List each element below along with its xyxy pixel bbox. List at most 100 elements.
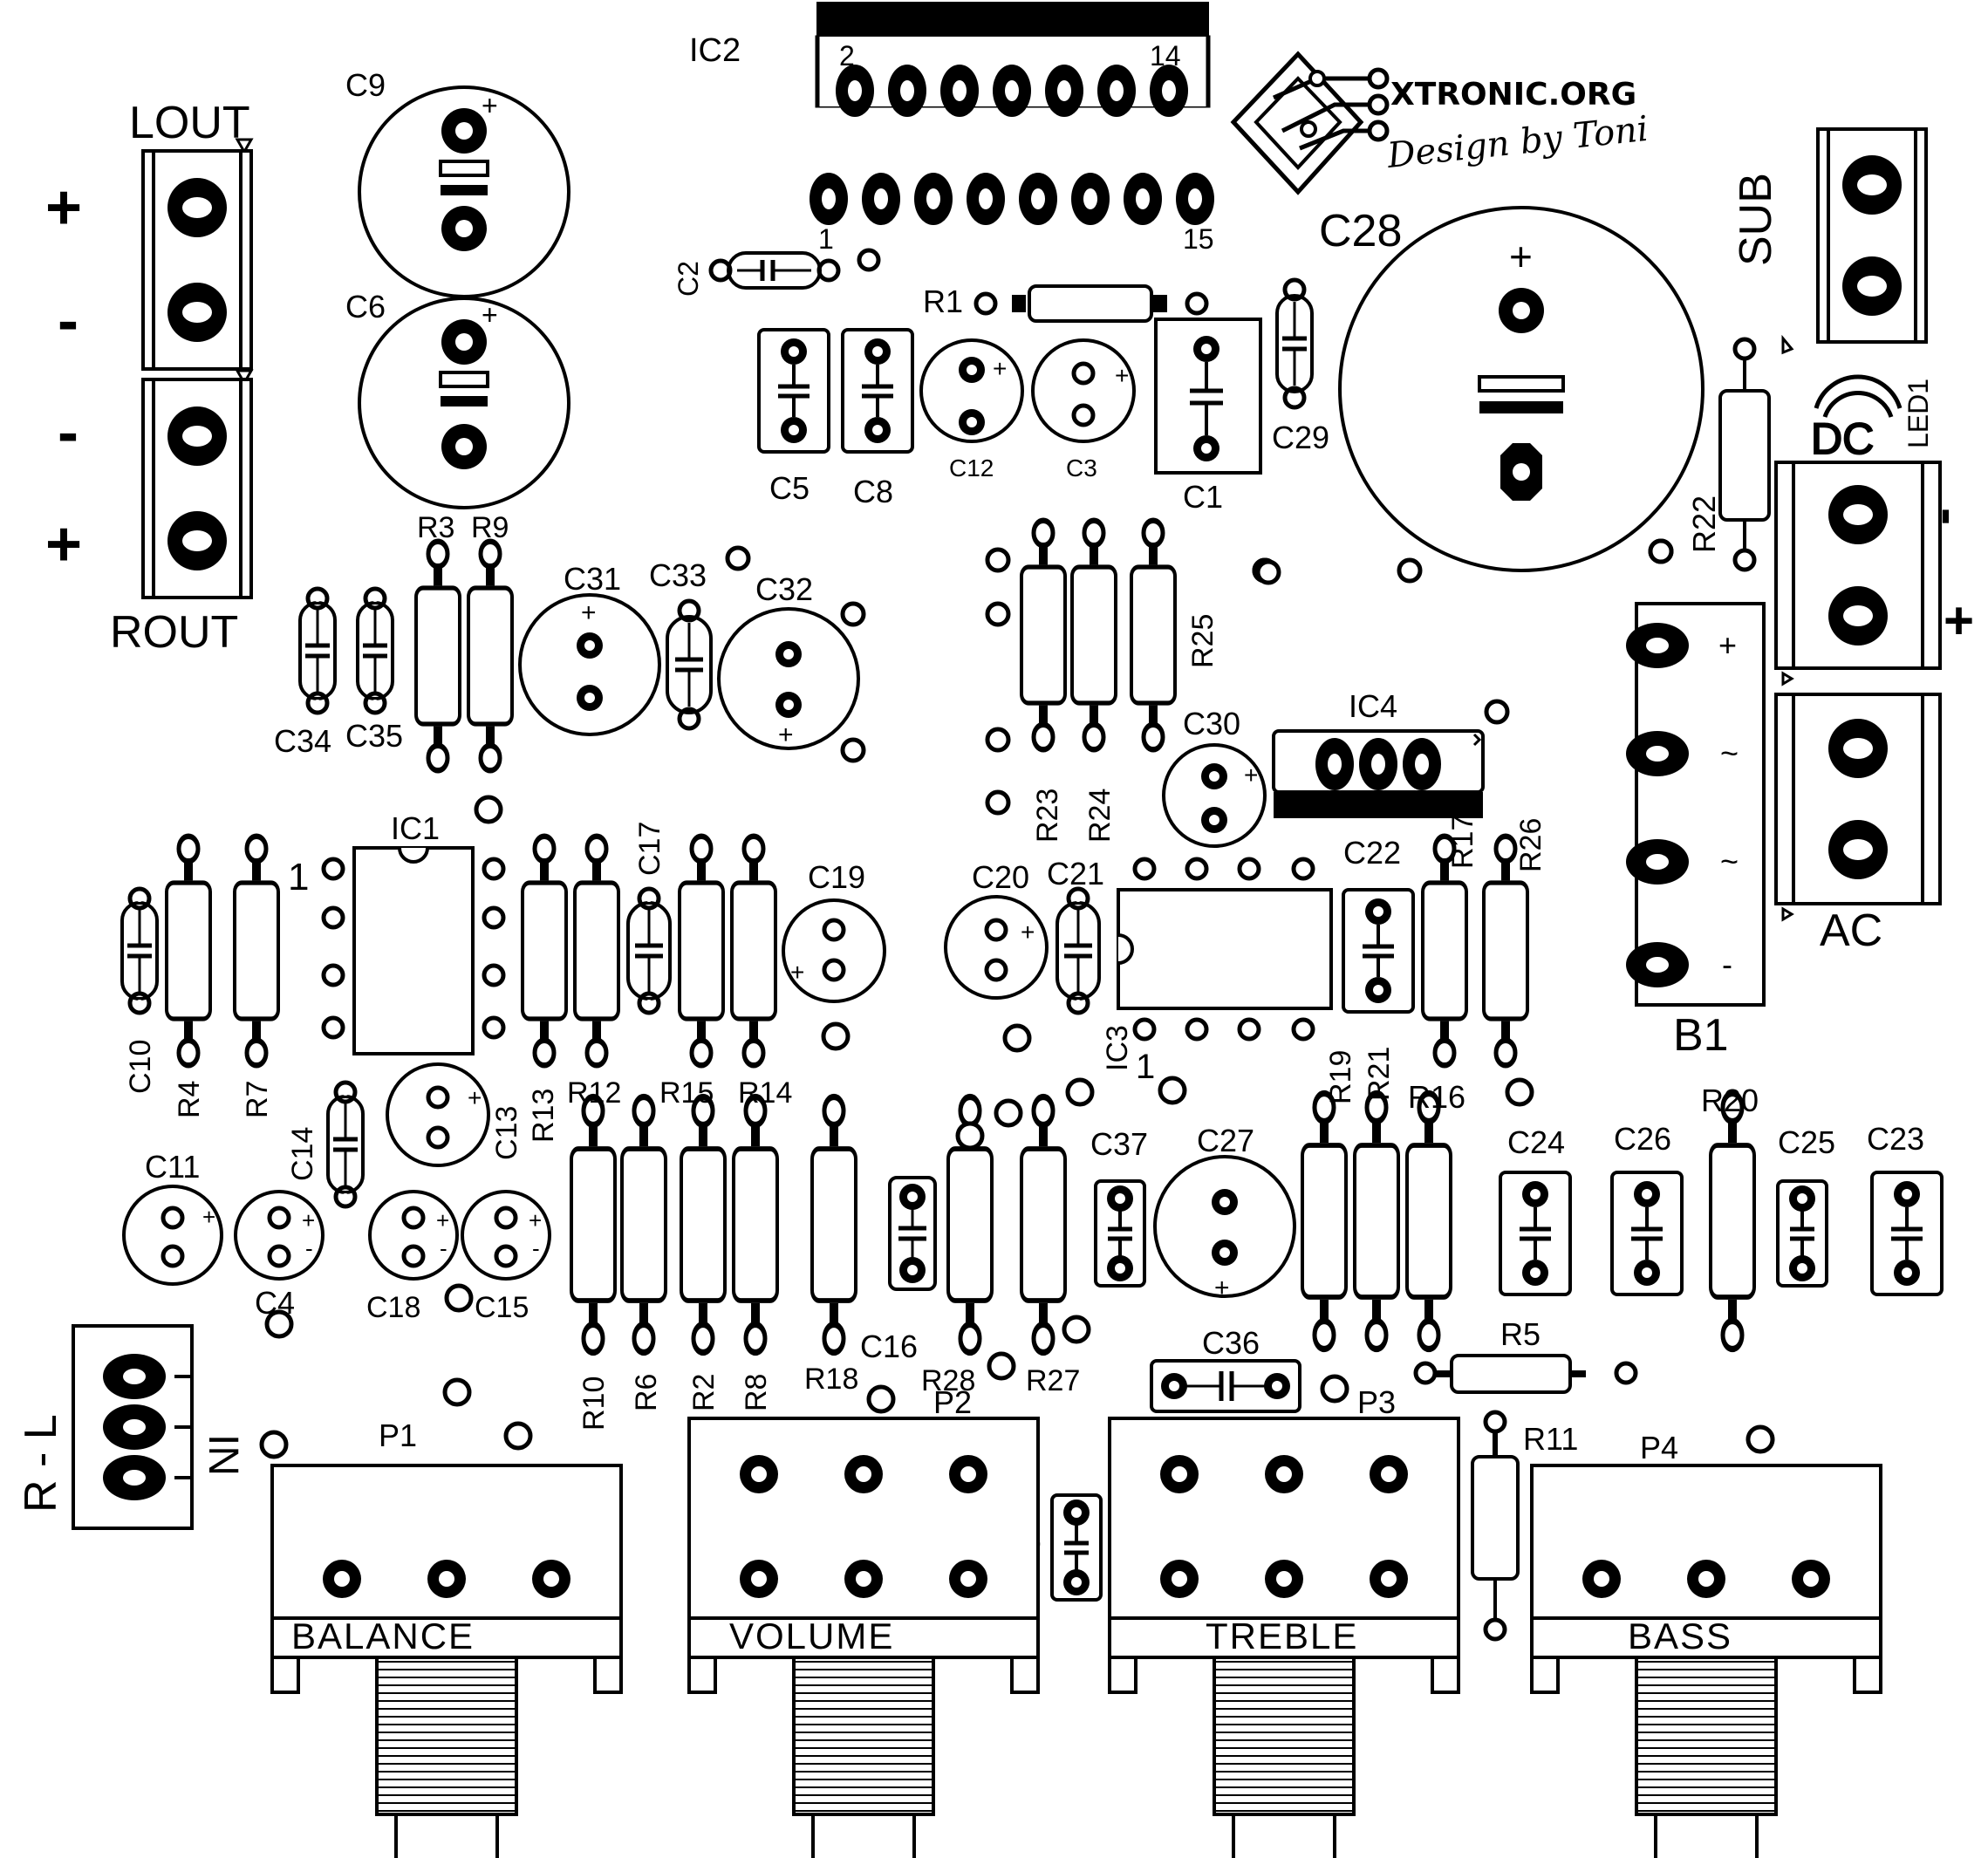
r5-label: R5	[1500, 1316, 1541, 1352]
c16-label: C16	[860, 1329, 918, 1364]
r20-label: R20	[1701, 1083, 1759, 1118]
c9-label: C9	[345, 67, 386, 103]
c28-label: C28	[1319, 206, 1402, 256]
c17-label: C17	[633, 822, 666, 876]
r4-label: R4	[173, 1081, 206, 1118]
c30-label: C30	[1183, 706, 1240, 741]
r17-label: R17	[1446, 815, 1479, 869]
c12-plus: +	[993, 355, 1007, 382]
c21-label: C21	[1047, 856, 1104, 891]
ic2-pin-15: 15	[1183, 223, 1214, 255]
r24-label: R24	[1083, 789, 1117, 843]
c34-label: C34	[274, 723, 331, 759]
b1-ac1: ~	[1720, 735, 1739, 771]
r28-label: R28	[921, 1364, 975, 1397]
ac-label: AC	[1820, 905, 1882, 956]
c3-label: C3	[1066, 454, 1097, 482]
c11-label: C11	[145, 1149, 200, 1185]
led1-label: LED1	[1903, 379, 1934, 448]
ic3-pin1: 1	[1136, 1048, 1155, 1086]
p2-label: P2	[933, 1384, 972, 1420]
p2-function-label: VOLUME	[729, 1616, 894, 1656]
designer-signature: Design by Toni	[1384, 109, 1650, 176]
c18-minus: -	[440, 1235, 447, 1261]
c9-plus: +	[482, 90, 498, 121]
c25-label: C25	[1778, 1124, 1835, 1160]
c33-label: C33	[649, 557, 707, 593]
b1-label: B1	[1673, 1010, 1729, 1061]
c31-label: C31	[564, 561, 621, 597]
lout-minus: -	[58, 286, 79, 356]
c20-plus: +	[1021, 919, 1035, 946]
c15-label: C15	[475, 1291, 529, 1324]
r6-label: R6	[630, 1374, 663, 1411]
r2-label: R2	[687, 1374, 721, 1411]
c35-label: C35	[345, 718, 403, 754]
c27-plus: +	[1214, 1274, 1230, 1302]
r11-label: R11	[1523, 1421, 1578, 1457]
r13-label: R13	[527, 1089, 560, 1143]
c36-label: C36	[1202, 1325, 1260, 1361]
r18-label: R18	[804, 1363, 858, 1396]
r26-label: R26	[1514, 818, 1547, 872]
lout-plus: +	[45, 173, 82, 242]
p4-function-label: BASS	[1628, 1616, 1732, 1656]
c19-label: C19	[808, 859, 865, 895]
rout-plus: +	[45, 509, 82, 579]
r1-label: R1	[923, 283, 963, 319]
p3-function-label: TREBLE	[1206, 1616, 1358, 1656]
c30-plus: +	[1244, 762, 1258, 789]
b1-minus: -	[1722, 946, 1732, 982]
c32-label: C32	[755, 571, 813, 607]
c4-plus: +	[302, 1207, 315, 1233]
c15-plus: +	[529, 1207, 542, 1233]
c10-label: C10	[124, 1040, 157, 1094]
dc-label: DC	[1811, 414, 1874, 463]
r25-label: R25	[1186, 614, 1219, 668]
xtronic-logo	[1230, 51, 1390, 195]
r16-label: R16	[1408, 1079, 1465, 1115]
c37-label: C37	[1090, 1126, 1148, 1162]
r22-label: R22	[1686, 495, 1722, 553]
sub-label: SUB	[1731, 173, 1781, 266]
c18-plus: +	[436, 1207, 449, 1233]
p1-label: P1	[379, 1417, 417, 1453]
c26-label: C26	[1614, 1121, 1671, 1157]
ic2-pin-1: 1	[818, 223, 834, 255]
c18-label: C18	[366, 1291, 420, 1324]
r10-label: R10	[577, 1376, 611, 1431]
c8-label: C8	[853, 474, 893, 509]
c28-plus: +	[1509, 234, 1533, 279]
r27-label: R27	[1026, 1364, 1080, 1397]
b1-ac2: ~	[1720, 844, 1739, 879]
c14-label: C14	[286, 1127, 319, 1181]
ic1-pin1: 1	[288, 856, 309, 898]
in-channel-label: R - L	[16, 1414, 66, 1513]
c29-label: C29	[1272, 420, 1329, 455]
in-label: IN	[200, 1434, 246, 1476]
c22-label: C22	[1343, 835, 1401, 871]
c31-plus: +	[581, 598, 597, 627]
c20-label: C20	[972, 859, 1029, 895]
dc-minus: -	[1912, 508, 1971, 525]
c23-label: C23	[1867, 1121, 1924, 1157]
c13-plus: +	[468, 1084, 482, 1111]
p1-function-label: BALANCE	[291, 1616, 475, 1656]
c13-label: C13	[490, 1106, 523, 1160]
r9-label: R9	[471, 511, 509, 544]
ic3-label: IC3	[1101, 1025, 1134, 1071]
dc-plus: +	[1944, 591, 1974, 650]
p4-label: P4	[1640, 1430, 1678, 1465]
r12-label: R12	[567, 1076, 621, 1110]
r8-label: R8	[740, 1374, 773, 1411]
c6-plus: +	[482, 299, 498, 331]
c11-plus: +	[202, 1204, 215, 1230]
c12-label: C12	[949, 454, 994, 482]
c2-label: C2	[673, 261, 704, 297]
c3-plus: +	[1115, 362, 1129, 389]
c19-plus: +	[790, 959, 804, 986]
r23-label: R23	[1031, 789, 1064, 843]
c6-label: C6	[345, 289, 386, 324]
ic4-label: IC4	[1349, 688, 1397, 724]
